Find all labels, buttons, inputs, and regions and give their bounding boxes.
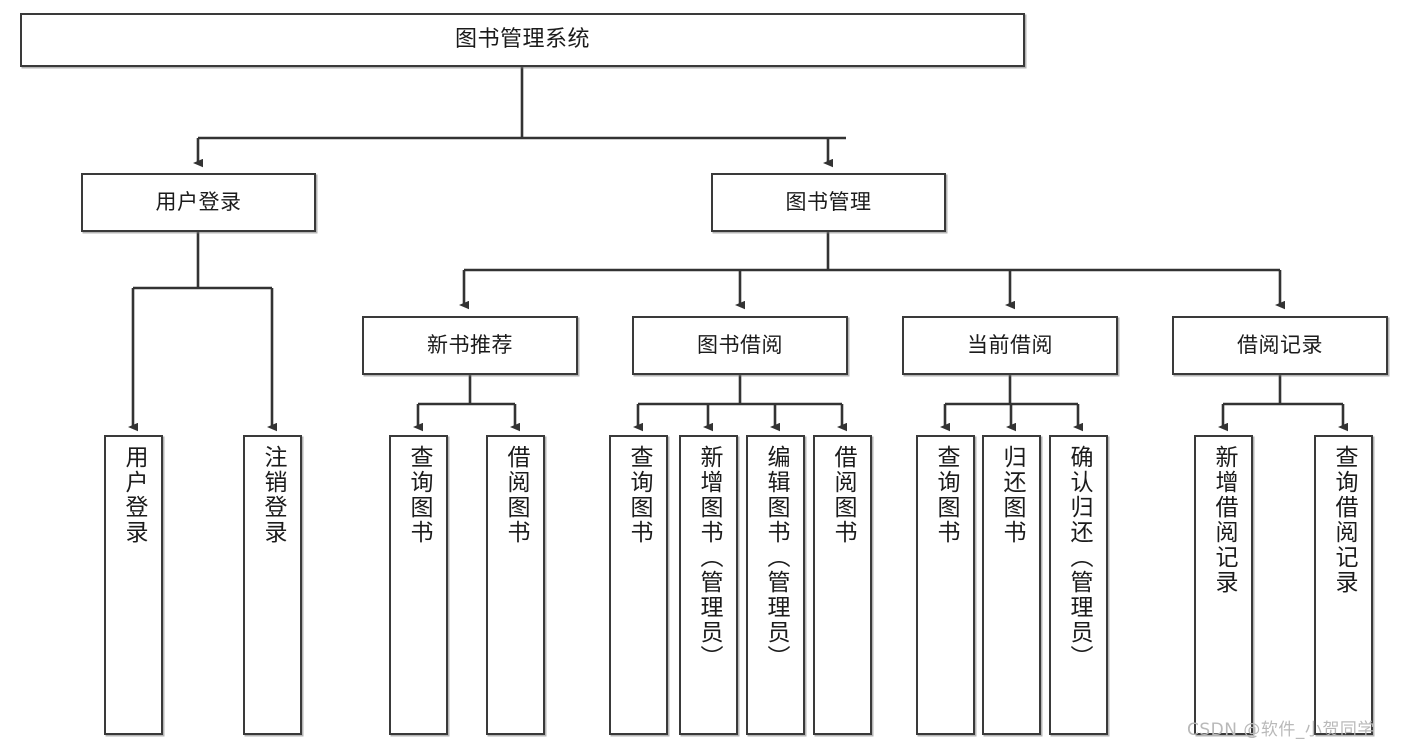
leaf-book-borrow-query-book[interactable]: 查询图书 [609, 435, 668, 735]
node-label: 借阅记录 [1237, 333, 1323, 358]
leaf-logout[interactable]: 注销登录 [243, 435, 302, 735]
node-label: 借阅图书 [830, 445, 856, 545]
leaf-user-login[interactable]: 用户登录 [104, 435, 163, 735]
node-new-book-recommend[interactable]: 新书推荐 [362, 316, 578, 375]
node-label: 查询借阅记录 [1331, 445, 1357, 595]
leaf-book-borrow-borrow-book[interactable]: 借阅图书 [813, 435, 872, 735]
leaf-borrow-record-query-record[interactable]: 查询借阅记录 [1314, 435, 1373, 735]
node-borrow-record[interactable]: 借阅记录 [1172, 316, 1388, 375]
node-label: 确认归还（管理员） [1066, 445, 1092, 670]
node-label: 图书借阅 [697, 333, 783, 358]
node-label: 用户登录 [155, 190, 242, 215]
node-label: 新增图书（管理员） [696, 445, 722, 670]
node-label: 注销登录 [260, 445, 286, 545]
leaf-new-book-query-book[interactable]: 查询图书 [389, 435, 448, 735]
node-label: 新增借阅记录 [1211, 445, 1237, 595]
node-root-book-management-system[interactable]: 图书管理系统 [20, 13, 1025, 67]
node-label: 编辑图书（管理员） [763, 445, 789, 670]
node-label: 图书管理系统 [454, 27, 590, 53]
leaf-current-borrow-confirm-return[interactable]: 确认归还（管理员） [1049, 435, 1108, 735]
leaf-borrow-record-add-record[interactable]: 新增借阅记录 [1194, 435, 1253, 735]
node-label: 当前借阅 [967, 333, 1053, 358]
node-label: 借阅图书 [503, 445, 529, 545]
node-label: 用户登录 [121, 445, 147, 545]
node-label: 查询图书 [626, 445, 652, 545]
node-label: 查询图书 [406, 445, 432, 545]
node-book-borrow[interactable]: 图书借阅 [632, 316, 848, 375]
leaf-current-borrow-query-book[interactable]: 查询图书 [916, 435, 975, 735]
leaf-book-borrow-edit-book[interactable]: 编辑图书（管理员） [746, 435, 805, 735]
node-book-management[interactable]: 图书管理 [711, 173, 946, 232]
leaf-current-borrow-return-book[interactable]: 归还图书 [982, 435, 1041, 735]
node-current-borrow[interactable]: 当前借阅 [902, 316, 1118, 375]
node-label: 图书管理 [785, 190, 872, 215]
node-user-login[interactable]: 用户登录 [81, 173, 316, 232]
node-label: 新书推荐 [427, 333, 513, 358]
leaf-new-book-borrow-book[interactable]: 借阅图书 [486, 435, 545, 735]
node-label: 查询图书 [933, 445, 959, 545]
node-label: 归还图书 [999, 445, 1025, 545]
leaf-book-borrow-add-book[interactable]: 新增图书（管理员） [679, 435, 738, 735]
